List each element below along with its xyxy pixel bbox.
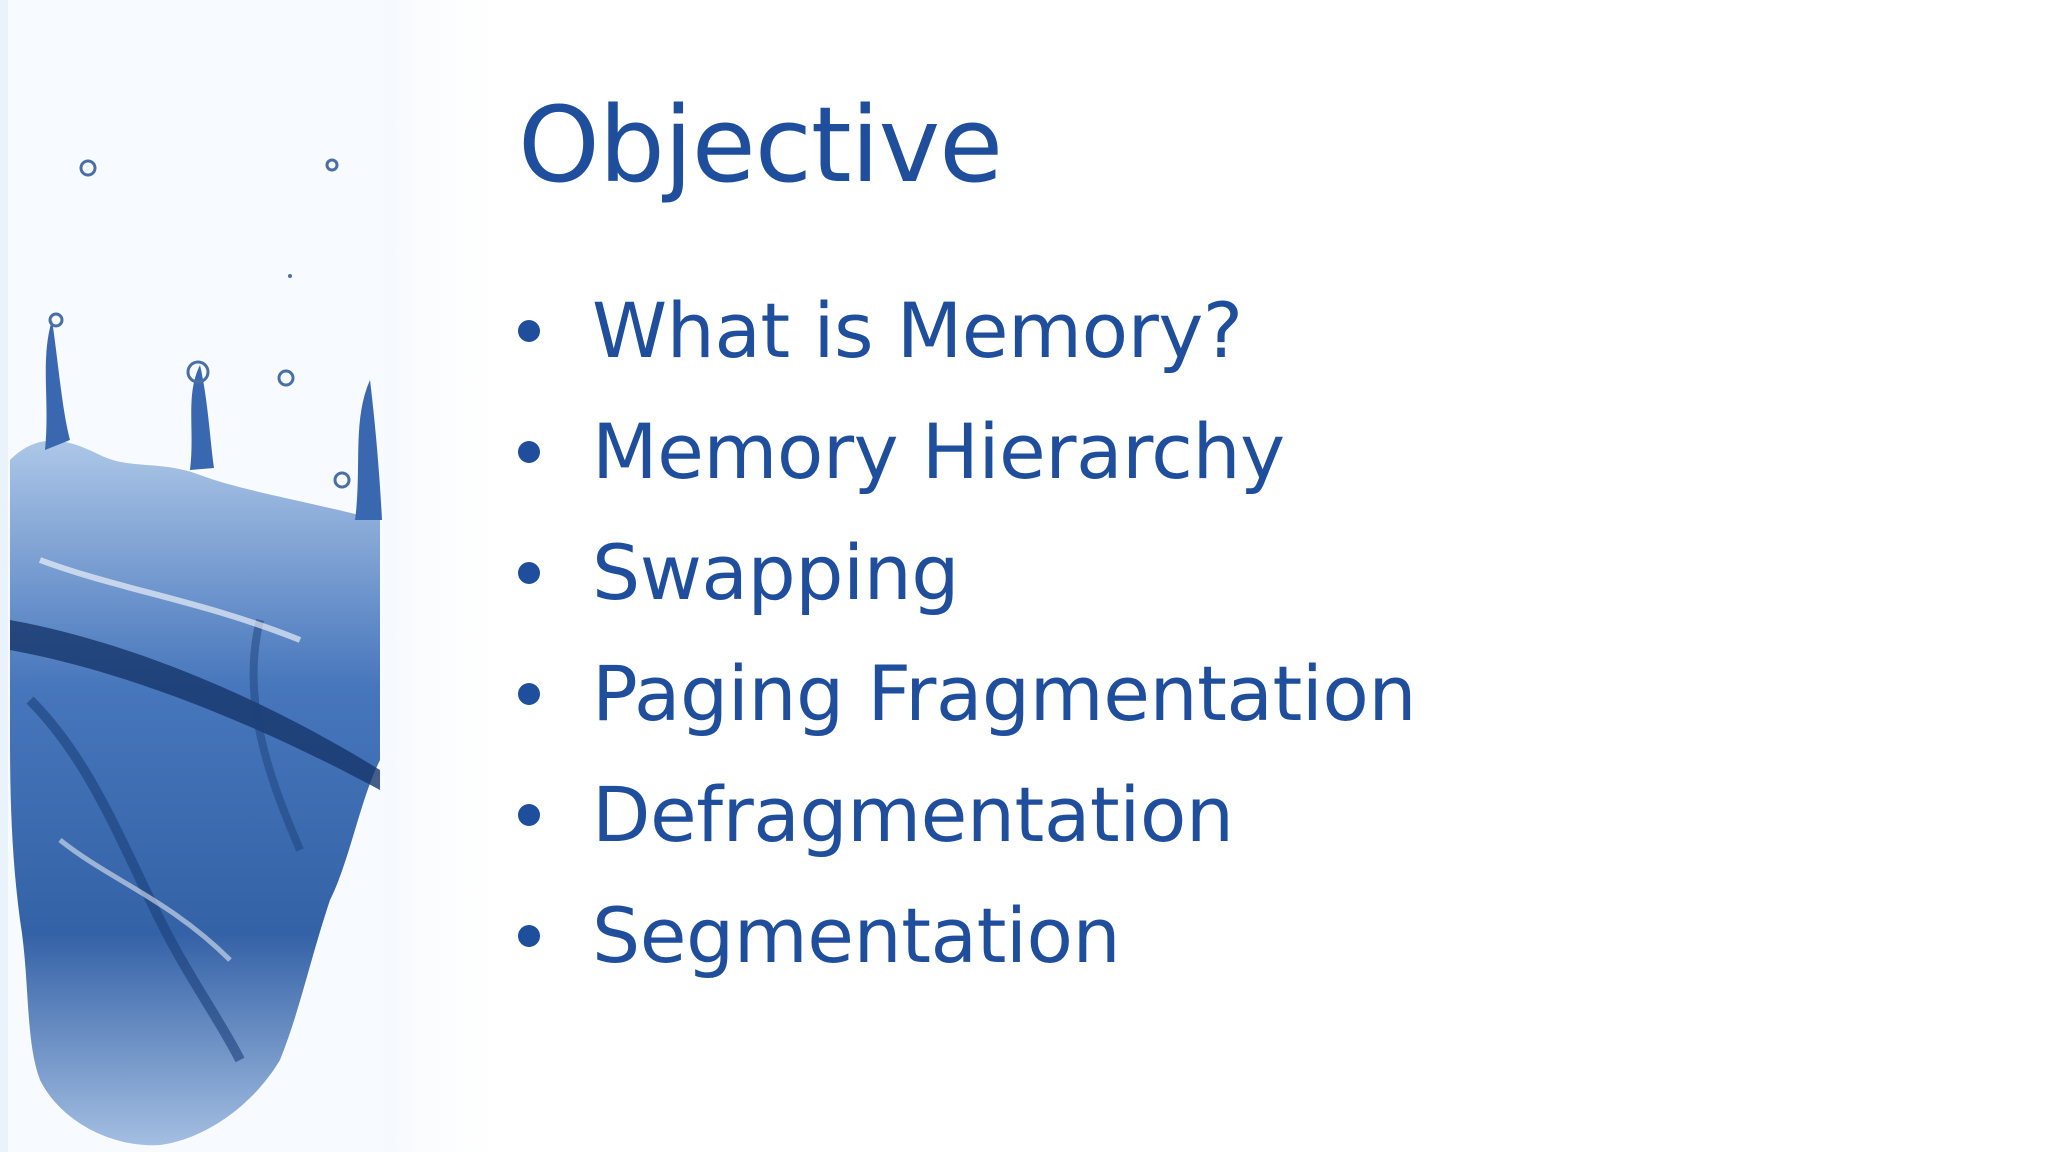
bullet-list: What is Memory? Memory Hierarchy Swappin… — [518, 270, 1417, 996]
bullet-icon — [518, 319, 540, 342]
list-item: Swapping — [518, 512, 1416, 633]
bullet-icon — [518, 440, 540, 463]
bullet-text: Memory Hierarchy — [592, 406, 1285, 496]
list-item: Paging Fragmentation — [518, 633, 1417, 754]
list-item: Segmentation — [518, 875, 1416, 996]
bullet-icon — [518, 682, 540, 705]
bullet-text: Defragmentation — [592, 769, 1234, 859]
bullet-text: Segmentation — [592, 890, 1121, 980]
list-item: Defragmentation — [518, 754, 1416, 875]
bullet-icon — [518, 803, 540, 826]
bullet-icon — [518, 924, 540, 947]
bullet-text: Swapping — [592, 527, 959, 617]
list-item: Memory Hierarchy — [518, 391, 1416, 512]
water-splash-image — [0, 0, 520, 1152]
slide-title: Objective — [518, 84, 1003, 206]
bullet-text: Paging Fragmentation — [592, 648, 1417, 738]
bullet-text: What is Memory? — [592, 285, 1243, 375]
list-item: What is Memory? — [518, 270, 1416, 391]
bullet-icon — [518, 561, 540, 584]
